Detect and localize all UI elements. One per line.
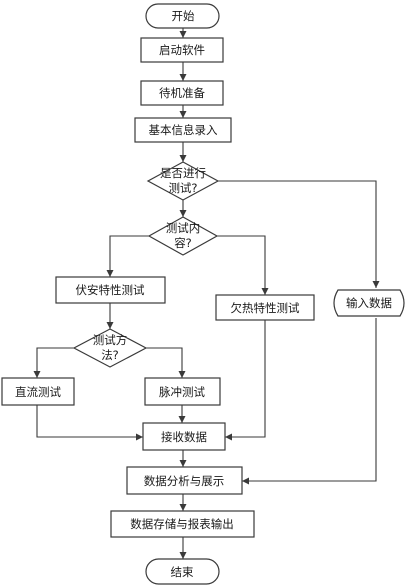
dark-iv-test-label: 欠热特性测试 [231,301,300,315]
end-node: 结束 [145,558,220,585]
edge-method-pulse [146,347,186,378]
method-decision-line2: 法? [101,348,119,362]
pulse-test-label: 脉冲测试 [159,385,205,399]
storage-node: 数据存储与报表输出 [110,510,255,538]
test-decision-node: 是否进行 测试? [146,161,220,201]
launch-software-label: 启动软件 [159,43,205,57]
input-data-label: 输入数据 [346,296,392,310]
edge-input-analysis [242,318,377,485]
storage-label: 数据存储与报表输出 [130,517,234,531]
test-decision-line2: 测试? [168,181,197,195]
edge-testdecision-input [218,180,380,288]
receive-data-node: 接收数据 [142,422,226,451]
input-data-node: 输入数据 [333,289,405,317]
method-decision-node: 测试方 法? [72,328,148,368]
end-label: 结束 [171,565,194,579]
edge-method-dc [33,347,74,378]
receive-data-label: 接收数据 [161,430,207,444]
dark-iv-test-node: 欠热特性测试 [215,294,315,321]
edge-dark-receive [225,320,266,441]
start-node: 开始 [145,3,220,29]
method-decision-line1: 测试方 [93,333,128,347]
flow-edges [33,28,380,559]
edge-dc-receive [36,405,143,441]
pulse-test-node: 脉冲测试 [144,377,221,406]
start-label: 开始 [172,9,195,23]
dc-test-node: 直流测试 [1,377,75,406]
pv-test-label: 伏安特性测试 [76,283,145,297]
content-decision-node: 测试内 容? [147,216,219,256]
analysis-label: 数据分析与展示 [144,474,225,488]
analysis-node: 数据分析与展示 [126,466,243,495]
edge-content-dark [217,235,269,295]
content-decision-line1: 测试内 [166,221,201,235]
content-decision-line2: 容? [174,236,192,250]
basic-info-label: 基本信息录入 [149,123,218,137]
standby-node: 待机准备 [140,80,224,106]
dc-test-label: 直流测试 [15,385,61,399]
test-decision-line1: 是否进行 [160,166,206,180]
launch-software-node: 启动软件 [140,37,224,63]
edge-content-pv [106,235,149,277]
basic-info-node: 基本信息录入 [134,117,232,143]
pv-test-node: 伏安特性测试 [55,276,166,304]
standby-label: 待机准备 [159,86,205,100]
